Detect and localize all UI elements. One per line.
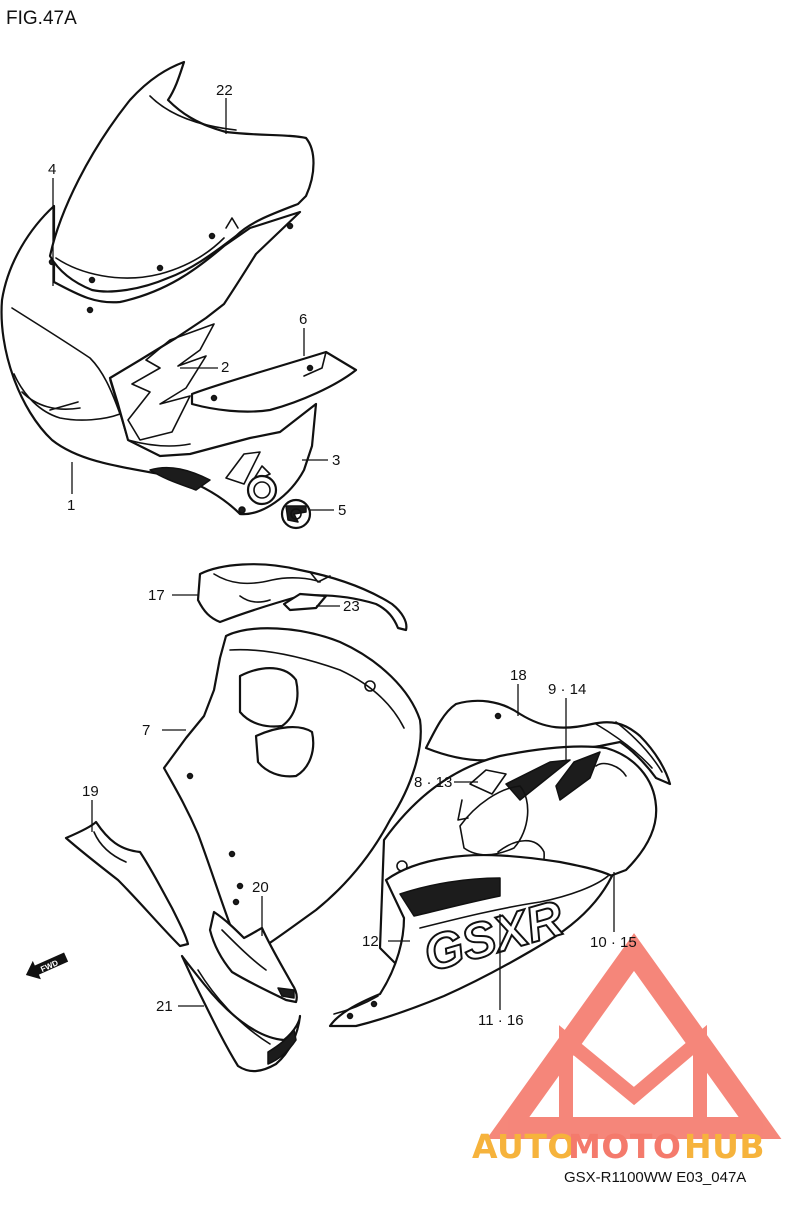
callout-4: 4: [48, 161, 56, 178]
watermark-m-icon: [559, 1024, 707, 1128]
part-21-lower-wing: [180, 954, 302, 1073]
callout-17: 17: [148, 587, 165, 604]
watermark-brand-moto: MOTO: [568, 1127, 681, 1166]
part-20-side-piece: [208, 910, 298, 1004]
part-22-windscreen: [48, 60, 315, 293]
forward-arrow-icon: [25, 952, 69, 980]
callout-5: 5: [338, 502, 346, 519]
watermark-logo: [486, 933, 782, 1139]
part-7-under-cowling: [162, 627, 422, 960]
callout-2: 2: [221, 359, 229, 376]
part-12-belly-pan: [328, 853, 614, 1028]
callout-21: 21: [156, 998, 173, 1015]
part-17-bracket: [196, 563, 408, 632]
watermark-brand-auto: AUTO: [472, 1127, 576, 1166]
callout-9-14: 9 · 14: [548, 681, 586, 698]
fwd-badge: FWD: [25, 952, 69, 980]
callout-labels: 22 4 6 2 3 1 5 17 23 18 9 · 14 7 8 · 13 …: [48, 82, 637, 1029]
callout-11-16: 11 · 16: [478, 1012, 524, 1029]
callout-6: 6: [299, 311, 307, 328]
part-23-pad: [282, 592, 328, 612]
part-6-inner-panel: [190, 350, 358, 413]
callout-18: 18: [510, 667, 527, 684]
part-5-grommet: [280, 498, 312, 530]
watermark-brand-hub: HUB: [684, 1127, 765, 1166]
callout-1: 1: [67, 497, 75, 514]
callout-10-15: 10 · 15: [590, 934, 637, 951]
callout-12: 12: [362, 933, 379, 950]
callout-19: 19: [82, 783, 99, 800]
callout-22: 22: [216, 82, 233, 99]
callout-20: 20: [252, 879, 269, 896]
callout-8-13: 8 · 13: [414, 774, 452, 791]
callout-3: 3: [332, 452, 340, 469]
part-1-upper-cowling: [0, 204, 318, 516]
callout-leaders: [52, 98, 615, 1010]
model-code: GSX-R1100WW E03_047A: [564, 1169, 746, 1186]
fwd-label: FWD: [39, 958, 60, 974]
part-19-inner-duct: [64, 820, 190, 948]
figure-title: FIG.47A: [6, 8, 77, 29]
watermark-brand: AUTO MOTO HUB: [472, 1127, 765, 1166]
callout-23: 23: [343, 598, 360, 615]
callout-7: 7: [142, 722, 150, 739]
